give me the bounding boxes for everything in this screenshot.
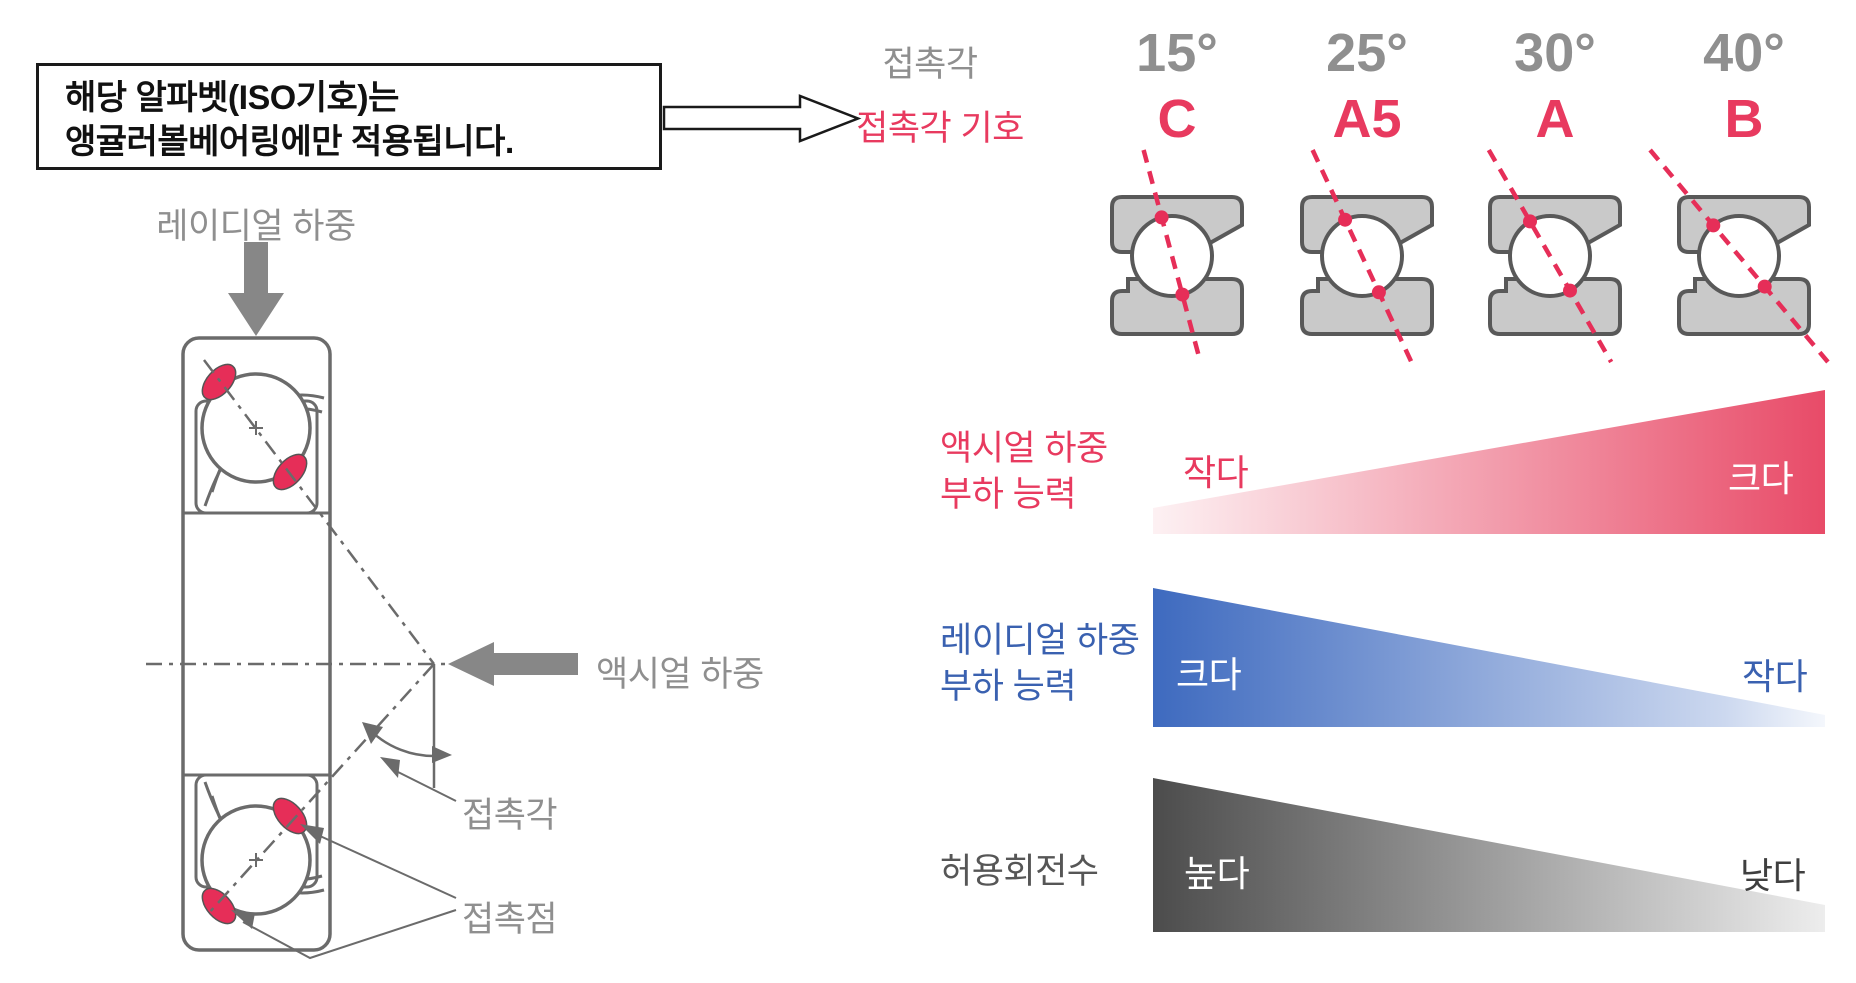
contact-point-leader-1 — [319, 835, 457, 899]
contact-point-leader-2 — [242, 909, 457, 960]
axial-capacity-label: 액시얼 하중 부하 능력 — [940, 429, 1108, 514]
radial-capacity-label: 레이디얼 하중 부하 능력 — [940, 621, 1140, 706]
lower-contact-line — [207, 663, 435, 915]
symbol-value-b: B — [1724, 89, 1764, 149]
bearing-icon-25deg — [1300, 149, 1434, 363]
allowable-speed-wedge — [1153, 778, 1825, 932]
symbol-value-a: A — [1535, 89, 1575, 149]
bearing-icon-40deg — [1648, 148, 1830, 364]
allowable-speed-right-value: 낮다 — [1740, 855, 1806, 896]
callout-line-2: 앵귤러볼베어링에만 적용됩니다. — [65, 123, 514, 161]
symbol-value-a5: A5 — [1332, 89, 1402, 149]
contact-point-label: 접촉점 — [462, 900, 558, 939]
axial-capacity-wedge — [1153, 390, 1825, 534]
upper-contact-line — [203, 359, 435, 665]
contact-angle-arc — [362, 722, 452, 763]
angle-row-label: 접촉각 — [882, 45, 978, 84]
allowable-speed-label: 허용회전수 — [940, 852, 1099, 891]
radial-load-label: 레이디얼 하중 — [156, 207, 356, 246]
radial-capacity-wedge — [1153, 588, 1825, 727]
angle-value-25: 25° — [1326, 23, 1408, 83]
radial-capacity-left-value: 크다 — [1176, 654, 1242, 695]
symbol-value-c: C — [1157, 89, 1197, 149]
axial-load-arrow-icon — [448, 642, 578, 686]
axial-capacity-left-value: 작다 — [1183, 452, 1249, 493]
contact-angle-leader — [397, 771, 457, 802]
bearing-cross-section — [146, 242, 578, 960]
axial-load-label: 액시얼 하중 — [596, 655, 764, 694]
angle-value-40: 40° — [1703, 23, 1785, 83]
angle-value-15: 15° — [1136, 23, 1218, 83]
symbol-row-label: 접촉각 기호 — [856, 109, 1024, 148]
contact-angle-label: 접촉각 — [462, 796, 558, 835]
callout-line-1: 해당 알파벳(ISO기호)는 — [65, 79, 399, 117]
radial-load-arrow-icon — [228, 242, 284, 336]
callout-arrow-icon — [662, 94, 862, 143]
axial-capacity-right-value: 크다 — [1728, 458, 1794, 499]
bearing-icon-30deg — [1486, 148, 1622, 364]
allowable-speed-left-value: 높다 — [1184, 853, 1250, 894]
leader-arrowheads — [231, 757, 400, 929]
bearing-icon-15deg — [1110, 149, 1244, 363]
callout-box: 해당 알파벳(ISO기호)는 앵귤러볼베어링에만 적용됩니다. — [36, 63, 662, 170]
radial-capacity-right-value: 작다 — [1742, 656, 1808, 697]
angle-value-30: 30° — [1514, 23, 1596, 83]
